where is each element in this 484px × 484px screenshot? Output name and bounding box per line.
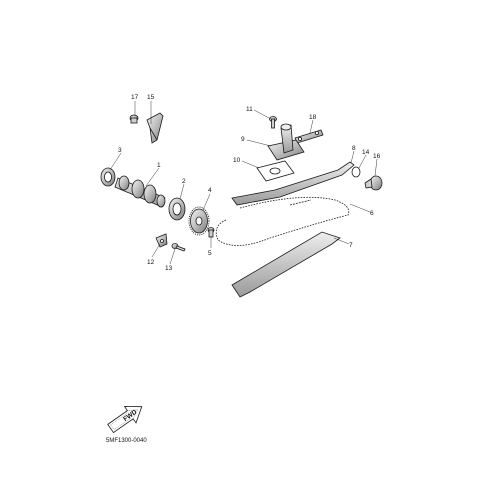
gasket-part-10: [256, 160, 295, 182]
lock-washer-part-12: [155, 233, 168, 248]
cap-bolt-part-16: [364, 175, 383, 191]
tensioner-part-9: [267, 123, 305, 161]
fwd-arrow-icon: FWD: [107, 406, 143, 434]
callout-numbers: 17 15 1 3 2 4 5 12 13 11 9 10 18 8 14 16…: [118, 94, 381, 272]
bearing-part-2: [168, 197, 186, 221]
callout-17: 17: [131, 94, 139, 101]
callout-11: 11: [246, 106, 253, 113]
callout-7: 7: [349, 242, 353, 249]
callout-16: 16: [373, 153, 381, 160]
callout-8: 8: [352, 145, 356, 152]
timing-chain-part-6: [215, 196, 350, 246]
callout-18: 18: [309, 114, 317, 121]
callout-10: 10: [233, 157, 241, 164]
callout-15: 15: [147, 94, 155, 101]
camshaft-part-1: [114, 175, 166, 208]
callout-12: 12: [147, 259, 155, 266]
link-part-18: [294, 129, 324, 144]
bearing-part-3: [100, 167, 116, 187]
callout-2: 2: [182, 178, 186, 185]
sprocket-part-4: [188, 206, 210, 236]
callout-5: 5: [208, 250, 212, 257]
bolt-part-5: [207, 227, 215, 238]
leader-lines: [109, 101, 378, 265]
bracket-part: [146, 112, 164, 144]
chain-guide-part-8: [231, 161, 355, 206]
bolt-part-17: [129, 114, 139, 124]
callout-13: 13: [165, 265, 173, 272]
o-ring-part-14: [351, 166, 361, 178]
callout-6: 6: [370, 210, 374, 217]
callout-4: 4: [208, 187, 212, 194]
bolt-part-13: [171, 243, 186, 252]
callout-14: 14: [362, 149, 370, 156]
chain-guide-part-7: [231, 231, 341, 298]
drawing-code: 5MF1300-0040: [106, 438, 147, 444]
callout-1: 1: [157, 162, 161, 169]
callout-3: 3: [118, 147, 122, 154]
bolt-part-11: [269, 116, 277, 129]
callout-9: 9: [241, 136, 245, 143]
